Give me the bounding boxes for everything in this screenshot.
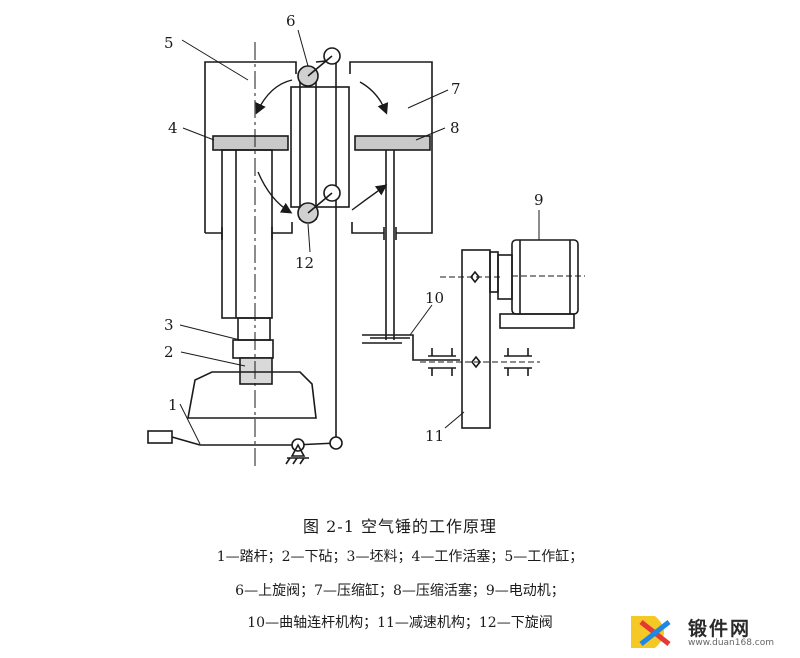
label-11: 11: [425, 427, 444, 445]
label-7: 7: [451, 80, 461, 98]
compression-cylinder: [349, 61, 433, 240]
working-piston: [212, 135, 289, 319]
lower-rotary-valve: [297, 184, 341, 224]
leader-lines: [179, 29, 540, 445]
valve-housing: [290, 74, 350, 220]
watermark-logo: [631, 616, 671, 648]
label-5: 5: [164, 34, 174, 52]
label-2: 2: [164, 343, 174, 361]
legend-line-1: 1—踏杆；2—下砧；3—坯料；4—工作活塞；5—工作缸；: [216, 549, 584, 565]
label-4: 4: [168, 119, 178, 137]
label-10: 10: [425, 289, 444, 307]
airflow-arrows: [255, 79, 389, 214]
watermark-url: www.duan168.com: [688, 638, 775, 648]
label-12: 12: [295, 254, 314, 272]
upper-rotary-valve: [297, 47, 341, 87]
label-8: 8: [450, 119, 460, 137]
label-1: 1: [168, 396, 178, 414]
working-cylinder: [204, 61, 297, 240]
label-9: 9: [534, 191, 544, 209]
legend-line-2: 6—上旋阀；7—压缩缸；8—压缩活塞；9—电动机；: [235, 583, 565, 599]
figure-caption-title: 图 2-1 空气锤的工作原理: [303, 517, 497, 536]
compression-piston: [354, 135, 431, 344]
anvil-workpiece: [187, 317, 317, 419]
reduction-gear: [420, 249, 540, 429]
watermark-text: 锻件网: [688, 618, 752, 640]
label-6: 6: [286, 12, 296, 30]
crank-mechanism: [362, 334, 460, 361]
legend-line-3: 10—曲轴连杆机构；11—减速机构；12—下旋阀: [247, 615, 553, 631]
electric-motor: [497, 239, 585, 329]
air-hammer-diagram: 5 6 7 4 8 9 12 10 3 2 1 11: [147, 12, 585, 470]
label-3: 3: [164, 316, 174, 334]
